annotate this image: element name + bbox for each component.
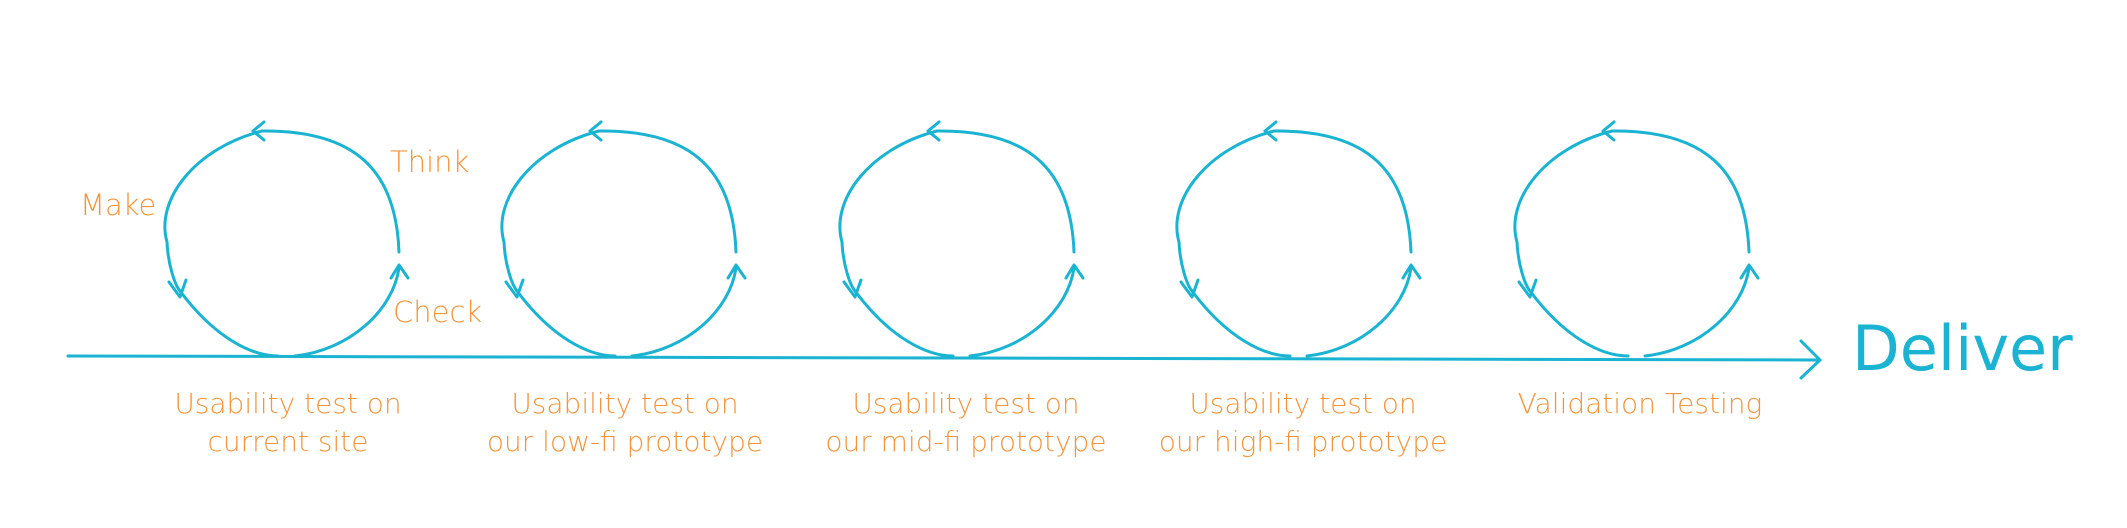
loop-arc-bottom-right: [1643, 266, 1751, 358]
timeline-arrowhead: [1799, 339, 1822, 380]
loop-arrow-left: [1179, 278, 1200, 299]
check-label: Check: [393, 295, 482, 329]
deliver-label: Deliver: [1852, 312, 2073, 385]
loop-arc-bottom-left: [853, 289, 955, 358]
loop-arrow-right: [1401, 263, 1422, 280]
loop-arrow-top: [1601, 120, 1616, 142]
iteration-loop-1: [163, 120, 410, 358]
loop-arc-bottom-left: [1528, 289, 1630, 358]
loop-arrow-top: [251, 120, 266, 142]
loop-arrow-right: [389, 263, 410, 280]
loop-arc-bottom-left: [178, 289, 280, 358]
loop-arc-top: [1175, 129, 1413, 293]
loop-arrow-left: [504, 278, 525, 299]
stage-3-caption-line1: Usability test on: [852, 387, 1079, 420]
stage-2-caption-line1: Usability test on: [511, 387, 738, 420]
think-label: Think: [390, 145, 469, 179]
loop-arc-bottom-right: [630, 266, 738, 358]
stage-5-caption-line1: Validation Testing: [1518, 387, 1763, 420]
timeline-line: [66, 354, 1822, 362]
loop-arrow-top: [1263, 120, 1278, 142]
loop-arc-top: [838, 129, 1076, 293]
stage-1-caption-line2: current site: [208, 425, 369, 458]
stage-3-caption-line2: our mid-fi prototype: [825, 425, 1106, 458]
loop-arc-bottom-right: [1305, 266, 1413, 358]
loop-arc-top: [1513, 129, 1751, 293]
loop-arc-bottom-right: [968, 266, 1076, 358]
loop-arrow-left: [1517, 278, 1538, 299]
loop-arrow-right: [1064, 263, 1085, 280]
loop-arc-bottom-right: [293, 266, 401, 358]
make-label: Make: [80, 188, 156, 222]
stage-1-caption-line1: Usability test on: [174, 387, 401, 420]
loop-arc-top: [163, 129, 401, 293]
loop-arc-bottom-left: [515, 289, 617, 358]
loop-arc-top: [500, 129, 738, 293]
iteration-loop-2: [500, 120, 747, 358]
iteration-loop-3: [838, 120, 1085, 358]
loop-arrow-right: [1739, 263, 1760, 280]
stage-4-caption-line1: Usability test on: [1189, 387, 1416, 420]
stage-2-caption-line2: our low-fi prototype: [487, 425, 763, 458]
iteration-loop-4: [1175, 120, 1422, 358]
loop-arrow-right: [726, 263, 747, 280]
loop-arc-bottom-left: [1190, 289, 1292, 358]
iteration-loop-5: [1513, 120, 1760, 358]
stage-4-caption-line2: our high-fi prototype: [1159, 425, 1447, 458]
loop-arrow-left: [167, 278, 188, 299]
loop-arrow-left: [842, 278, 863, 299]
loop-arrow-top: [588, 120, 603, 142]
loop-arrow-top: [926, 120, 941, 142]
